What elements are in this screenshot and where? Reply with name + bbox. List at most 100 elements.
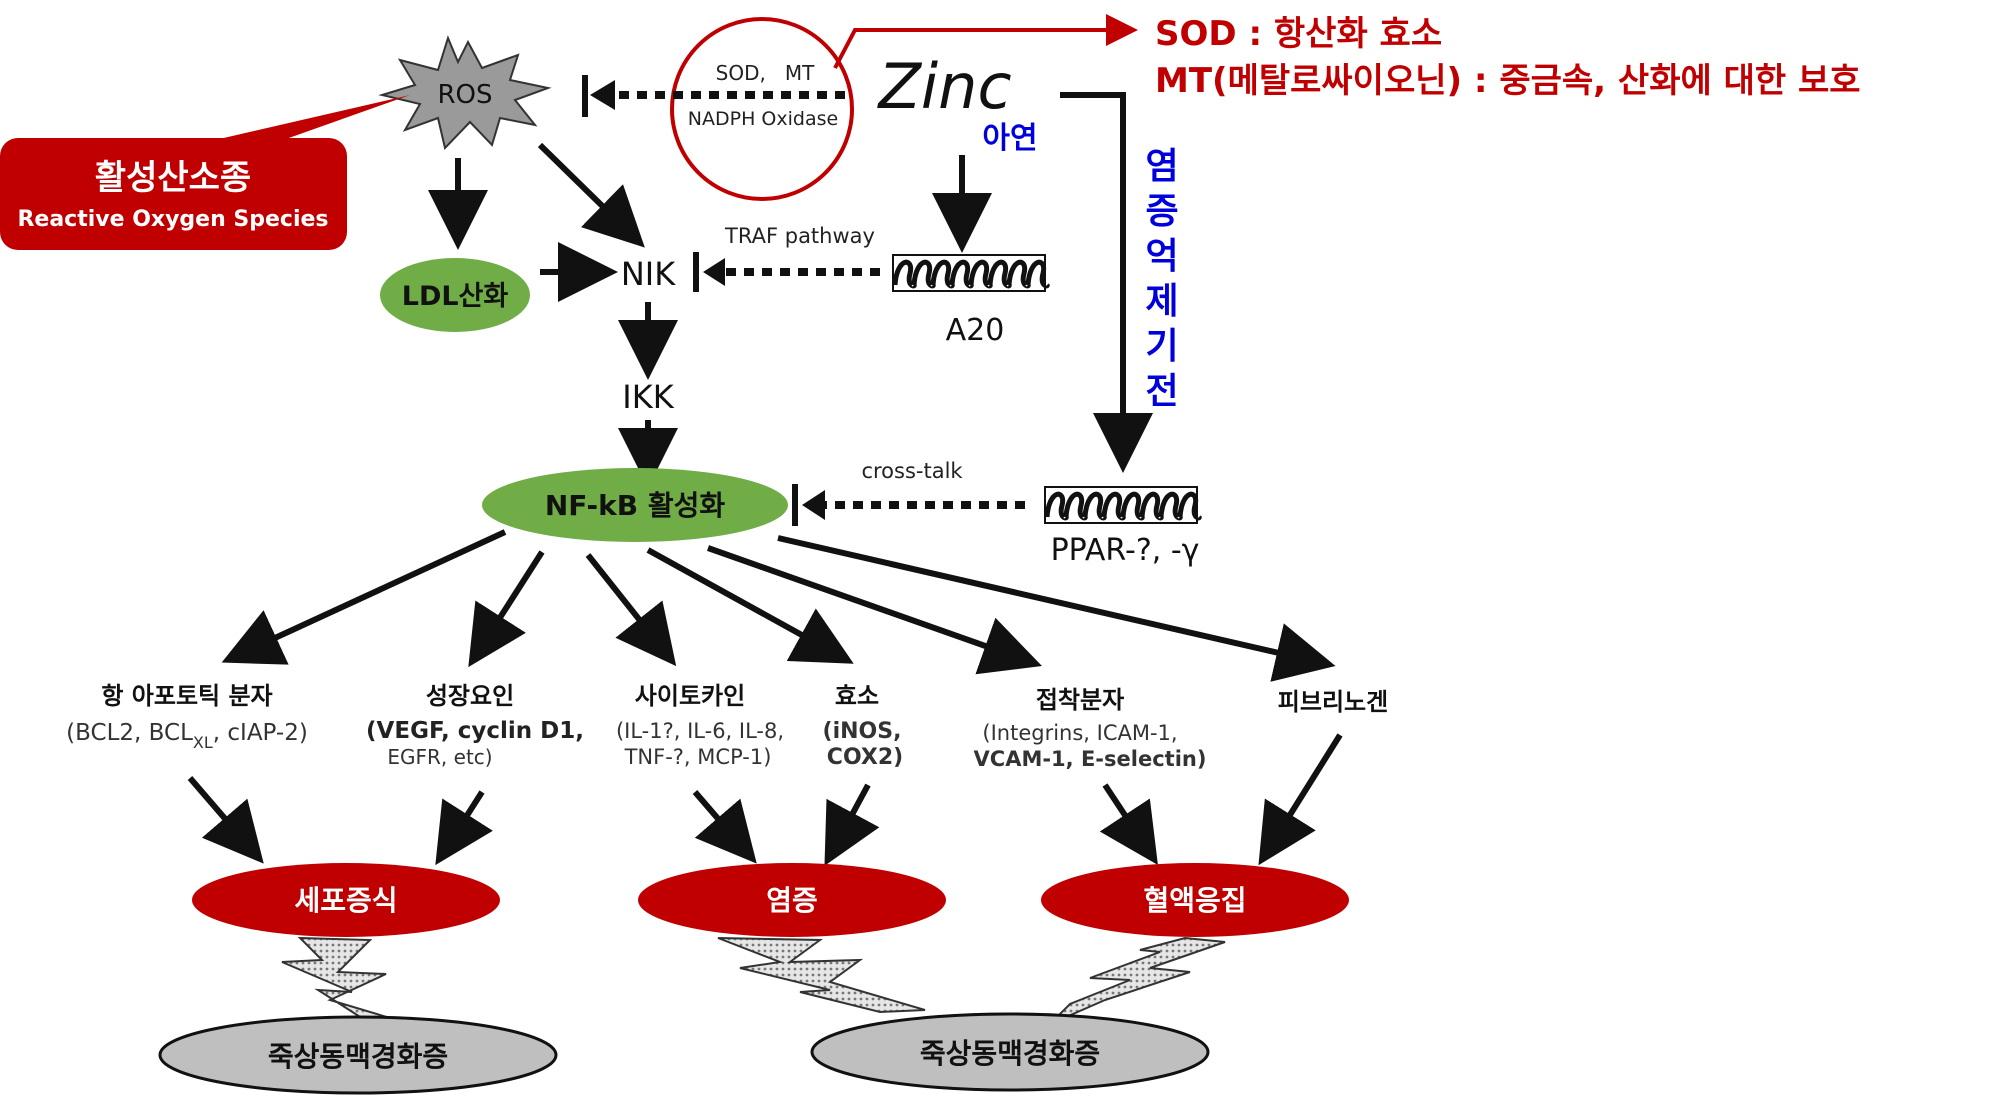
disease-ellipse-1 — [158, 1015, 558, 1095]
nfkb-target-arrow-5 — [707, 545, 1042, 675]
coil-loop — [949, 259, 974, 289]
coil-loop — [930, 259, 955, 289]
ros-callout-korean: 활성산소종 — [95, 158, 251, 198]
nfkb-target-arrow-4 — [646, 547, 854, 664]
coil-loop — [892, 259, 917, 289]
nfkb-target-arrow-3 — [585, 553, 677, 667]
a20-coil-pattern — [892, 259, 1050, 289]
outcome-arrow-6 — [1258, 733, 1343, 866]
outcome-inflammation-ellipse — [638, 863, 946, 937]
ros-nik-arrow — [537, 142, 645, 248]
zinc-korean: 아연 — [982, 121, 1037, 156]
coil-loop — [1044, 491, 1069, 521]
disease-label-1: 죽상동맥경화증 — [268, 1040, 448, 1073]
outcome-arrow-4 — [824, 783, 880, 866]
outcome-coagulation-label: 혈액응집 — [1143, 884, 1246, 917]
target-adhesion: 접착분자 (Integrins, ICAM-1, VCAM-1, E-selec… — [974, 686, 1207, 771]
coil-loop — [1006, 259, 1031, 289]
a20-nik-arrowhead — [703, 258, 725, 286]
outcome-inflammation-label: 염증 — [766, 884, 818, 917]
anti-inflammation-char: 기 — [1145, 326, 1178, 367]
enzyme-line1: SOD, MT — [716, 61, 816, 85]
outcome-arrow-2 — [435, 790, 493, 866]
coil-loop — [987, 259, 1012, 289]
target-title: 접착분자 — [1036, 686, 1124, 714]
nfkb-target-arrow-1 — [221, 529, 507, 665]
ppar-nfkb-arrowhead — [802, 490, 825, 520]
target-title: 피브리노겐 — [1278, 688, 1388, 716]
ros-starburst — [378, 35, 552, 151]
zinc-ppar-line — [1060, 92, 1153, 473]
target-detail-2: EGFR, etc) — [387, 745, 492, 769]
lightning-bolt-3 — [1049, 936, 1226, 1025]
target-title: 사이토카인 — [635, 682, 745, 710]
nfkb-target-arrow-6 — [777, 535, 1336, 682]
target-anti-apoptotic: 항 아포토틱 분자 (BCL2, BCLXL, cIAP-2) — [66, 682, 308, 752]
anti-inflammation-char: 제 — [1145, 281, 1178, 322]
outcome-arrow-5 — [1099, 783, 1158, 866]
sod-note-line2: MT(메탈로싸이오닌) : 중금속, 산화에 대한 보호 — [1155, 61, 1861, 101]
disease-label-2: 죽상동맥경화증 — [920, 1037, 1100, 1070]
target-growth-factor: 성장요인 (VEGF, cyclin D1, EGFR, etc) — [366, 682, 584, 769]
target-title: 효소 — [835, 682, 879, 710]
zinc-ros-arrowhead — [590, 80, 615, 110]
outcome-proliferation-label: 세포증식 — [294, 884, 397, 917]
target-detail-2: COX2) — [827, 745, 903, 770]
nfkb-target-arrow-2 — [468, 550, 545, 668]
disease-ellipse-2 — [810, 1012, 1210, 1092]
anti-inflammation-char: 증 — [1145, 191, 1178, 232]
ppar-label: PPAR-?, -γ — [1051, 533, 1200, 568]
ikk-label: IKK — [622, 378, 674, 416]
anti-inflammation-char: 염 — [1145, 146, 1178, 187]
outcome-arrow-3 — [692, 790, 757, 864]
target-fibrinogen: 피브리노겐 — [1278, 688, 1388, 716]
coil-loop — [911, 259, 936, 289]
target-detail-1: (Integrins, ICAM-1, — [982, 721, 1177, 745]
ldl-ellipse — [380, 258, 530, 332]
enzyme-line2: NADPH Oxidase — [688, 108, 838, 130]
outcome-proliferation-ellipse — [192, 863, 500, 937]
ldl-label: LDL산화 — [402, 281, 509, 312]
outcome-arrow-1 — [187, 776, 264, 864]
target-detail: (BCL2, BCLXL, cIAP-2) — [66, 720, 308, 752]
target-cytokine: 사이토카인 (IL-1?, IL-6, IL-8, TNF-?, MCP-1) — [616, 682, 784, 769]
ros-callout-pointer — [215, 95, 410, 150]
target-enzyme: 효소 (iNOS, COX2) — [823, 682, 904, 770]
sod-note-connector — [833, 14, 1138, 69]
target-detail-2: TNF-?, MCP-1) — [624, 745, 772, 769]
lightning-bolt-2 — [717, 937, 926, 1014]
zinc-label: Zinc — [876, 50, 1011, 123]
ros-callout-box — [0, 138, 347, 250]
lightning-bolt-1 — [281, 936, 411, 1025]
ros-callout-english: Reactive Oxygen Species — [17, 207, 328, 232]
sod-note-line1: SOD : 항산화 효소 — [1155, 14, 1442, 54]
nfkb-ellipse — [482, 468, 788, 542]
anti-inflammation-char: 억 — [1145, 236, 1178, 277]
coil-loop — [1082, 491, 1107, 521]
target-title: 성장요인 — [426, 682, 514, 710]
traf-label: TRAF pathway — [724, 224, 875, 248]
coil-loop — [968, 259, 993, 289]
target-detail-2: VCAM-1, E-selectin) — [974, 747, 1207, 771]
coil-loop — [1139, 491, 1164, 521]
target-detail-1: (IL-1?, IL-6, IL-8, — [616, 719, 784, 743]
coil-loop — [1101, 491, 1126, 521]
target-title: 항 아포토틱 분자 — [101, 682, 272, 710]
nfkb-label: NF-kB 활성화 — [545, 489, 726, 522]
anti-inflammation-char: 전 — [1145, 371, 1178, 412]
ros-label: ROS — [437, 80, 492, 110]
outcome-coagulation-ellipse — [1041, 863, 1349, 937]
a20-label: A20 — [946, 313, 1005, 348]
coil-loop — [1025, 259, 1050, 289]
target-detail-1: (VEGF, cyclin D1, — [366, 718, 584, 744]
coil-loop — [1177, 491, 1202, 521]
cross-talk-label: cross-talk — [861, 459, 963, 483]
coil-loop — [1158, 491, 1183, 521]
target-detail-1: (iNOS, — [823, 719, 902, 744]
coil-loop — [1063, 491, 1088, 521]
coil-loop — [1120, 491, 1145, 521]
ppar-coil-pattern — [1044, 491, 1202, 521]
nik-label: NIK — [621, 255, 676, 293]
